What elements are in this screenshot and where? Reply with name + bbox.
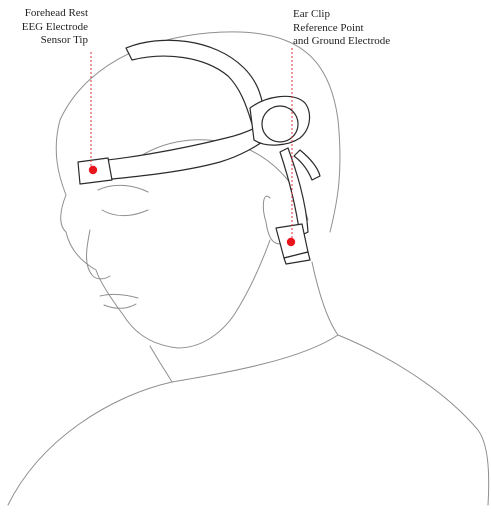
callout-forehead-line-2: EEG Electrode [10,21,88,35]
forehead-arm [84,122,270,182]
callout-ear-line-3: and Ground Electrode [293,35,390,49]
jaw-line [234,240,270,315]
callout-forehead-label: Forehead Rest EEG Electrode Sensor Tip [10,7,88,48]
lower-lip [104,304,136,308]
neck-back [312,262,338,335]
knob [262,106,298,142]
neck-front [150,346,172,382]
headband-top [126,40,266,124]
callout-ear-line-2: Reference Point [293,22,390,36]
electrode-dot-forehead [89,166,97,174]
eye-lid [102,210,148,216]
callout-ear-line-1: Ear Clip [293,8,390,22]
nose [87,230,111,279]
eyebrow [98,185,148,192]
electrode-dot-ear [287,238,295,246]
ear-arm-2 [294,150,320,180]
callout-ear-label: Ear Clip Reference Point and Ground Elec… [293,8,390,49]
ear [263,196,280,244]
headset [78,40,320,264]
mouth [100,294,138,298]
shoulders [8,335,489,505]
callout-forehead-line-3: Sensor Tip [10,34,88,48]
callout-forehead-line-1: Forehead Rest [10,7,88,21]
